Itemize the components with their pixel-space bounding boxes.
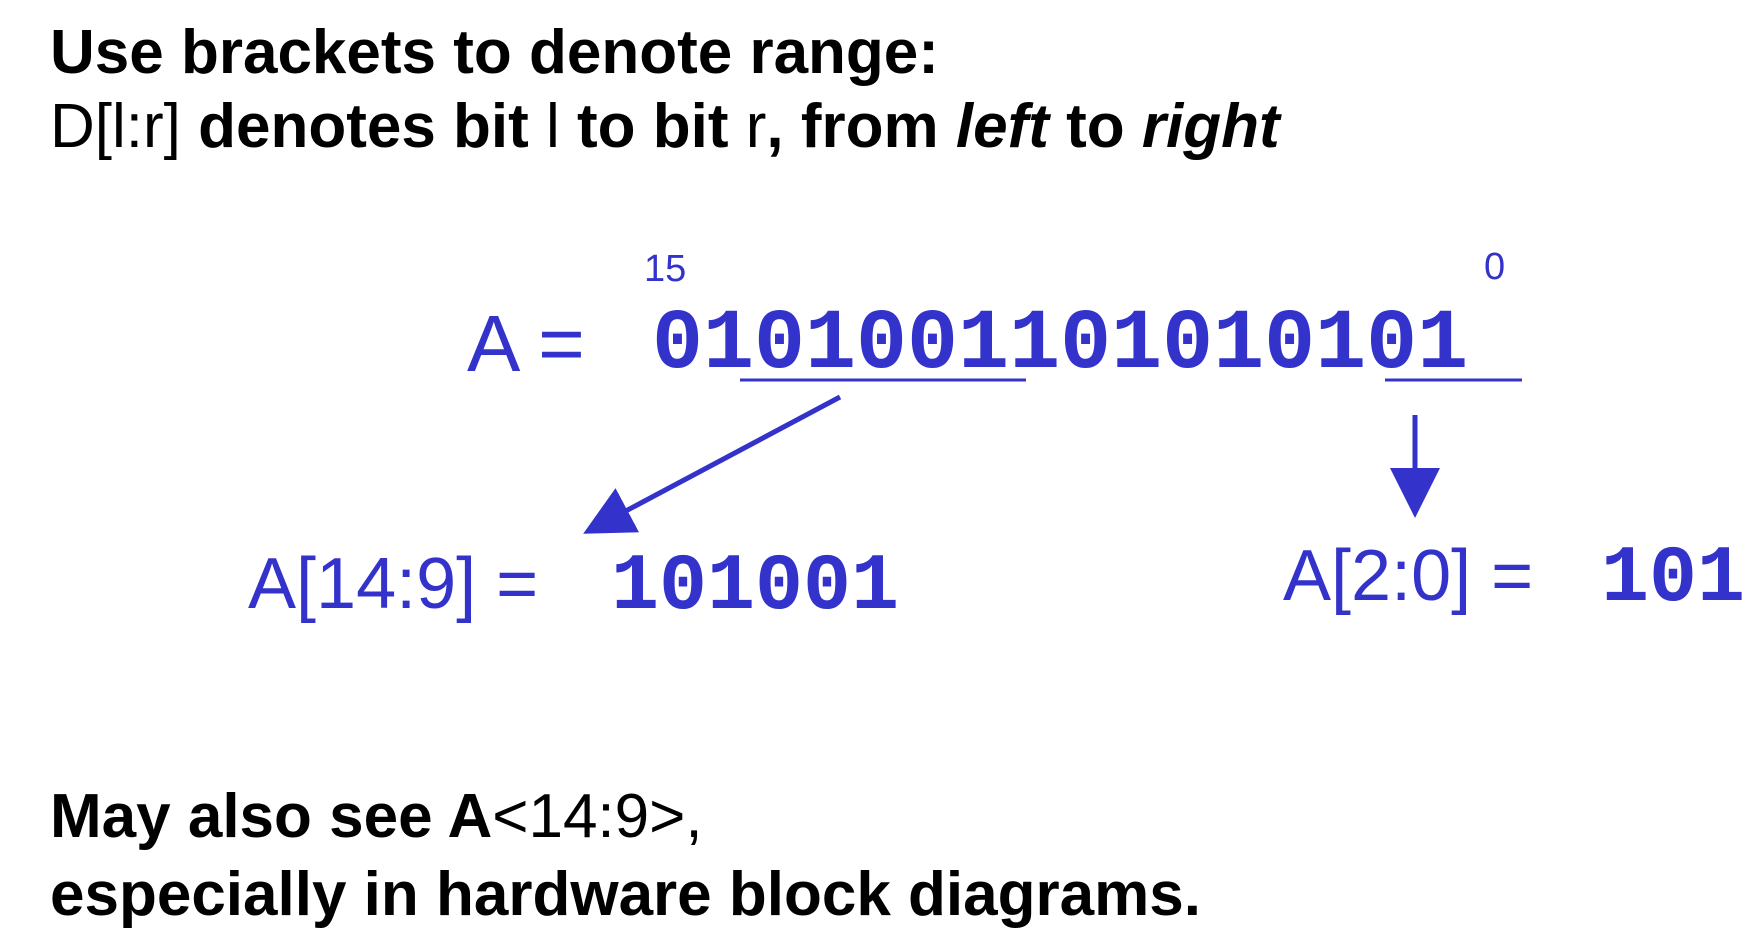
register-label: A = <box>467 299 585 388</box>
lsb-index-label: 0 <box>1484 246 1506 288</box>
right-slice-value: 101 <box>1601 534 1746 625</box>
heading-text-1: denotes bit <box>180 92 547 161</box>
word-right: right <box>1141 92 1280 161</box>
range-notation: D[l:r] <box>50 92 181 161</box>
word-left: left <box>955 92 1049 161</box>
footer-line-1: May also see A<14:9>, <box>50 786 703 848</box>
heading-line-1: Use brackets to denote range: <box>50 18 939 87</box>
left-slice-value: 101001 <box>611 542 900 633</box>
heading-text-2: to bit <box>559 92 746 161</box>
bit-r: r <box>745 92 767 161</box>
footer-bold-text: May also see A <box>50 782 493 851</box>
arrow-to-left-slice <box>583 394 842 534</box>
msb-index-label: 15 <box>644 248 687 290</box>
angle-bracket-notation: <14:9>, <box>492 782 703 851</box>
footer-line-2: especially in hardware block diagrams. <box>50 860 1201 929</box>
bit-15: 0 <box>652 296 704 393</box>
bits-8-to-3: 101010 <box>1009 296 1316 393</box>
bit-l: l <box>546 92 560 161</box>
heading-text-3: , from <box>766 92 956 161</box>
left-slice-label: A[14:9] = <box>248 544 539 624</box>
heading-text-4: to <box>1048 92 1142 161</box>
heading-line-2: D[l:r] denotes bit l to bit r, from left… <box>50 96 1280 158</box>
right-slice-label: A[2:0] = <box>1283 536 1534 616</box>
bits-14-to-9: 101001 <box>703 296 1010 393</box>
register-bits: 0101001101010101 <box>652 302 1468 387</box>
bits-2-to-0: 101 <box>1315 296 1469 393</box>
